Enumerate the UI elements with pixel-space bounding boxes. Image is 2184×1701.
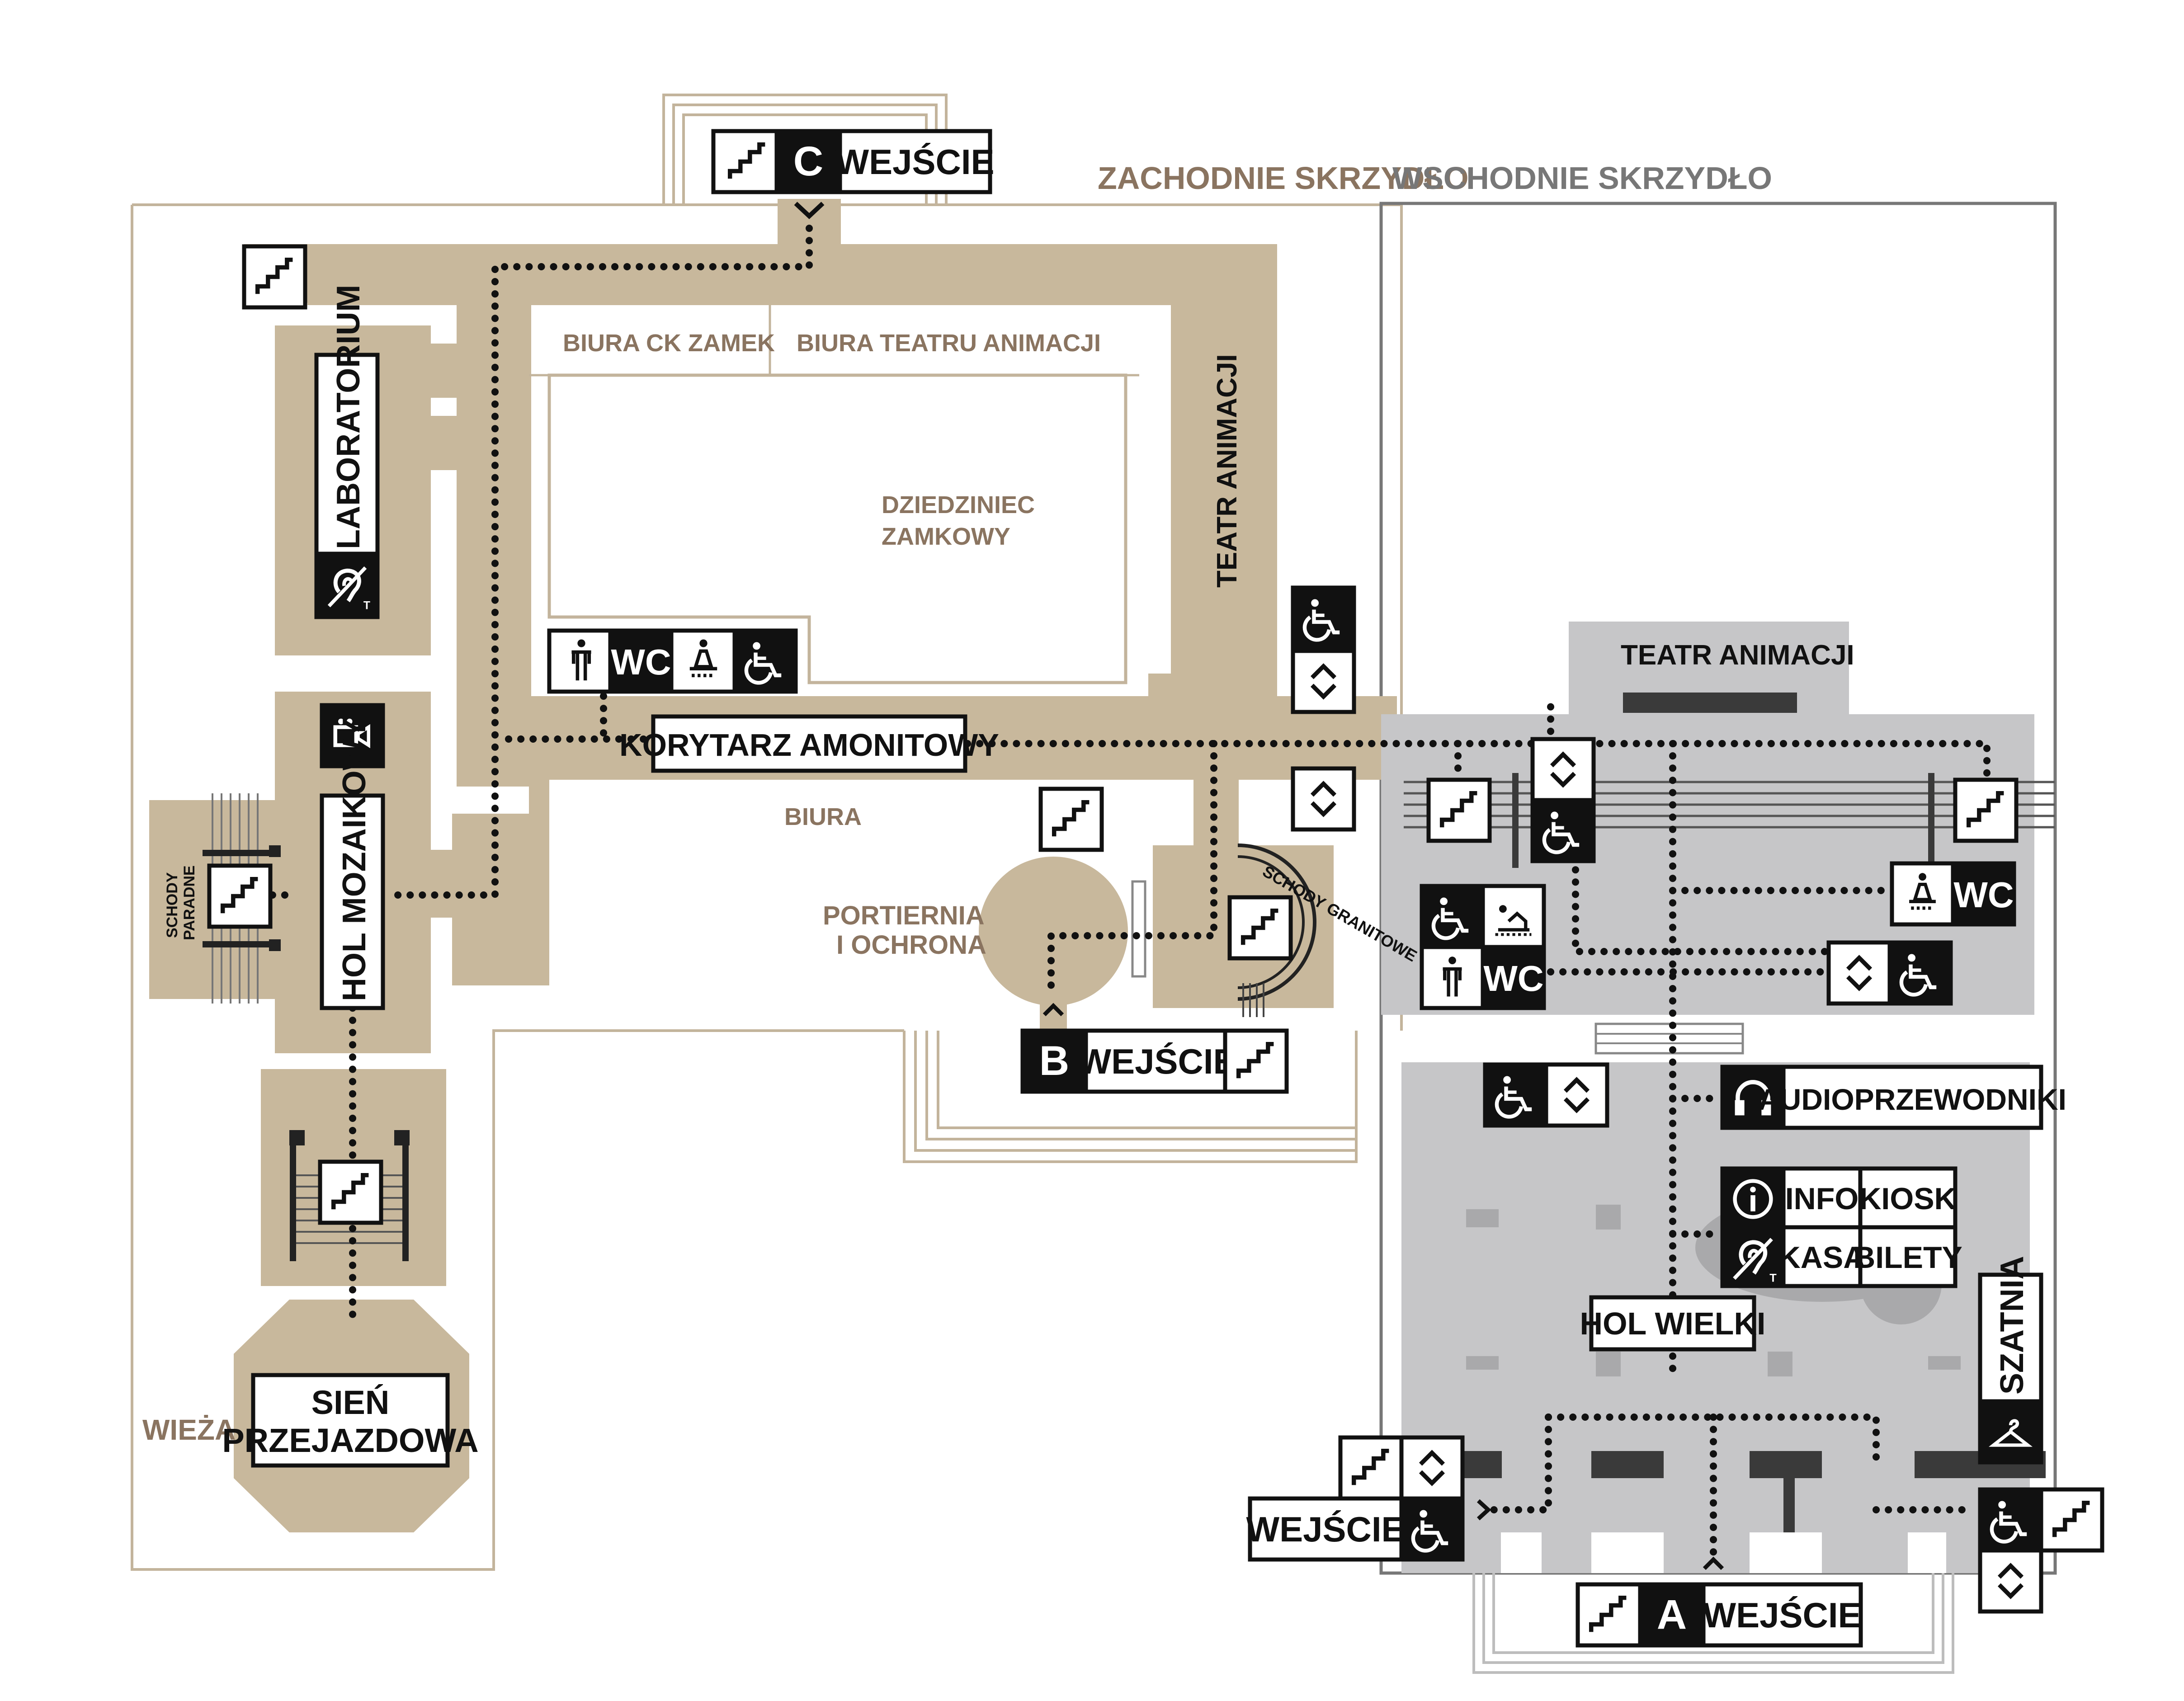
east-wing-label: WSCHODNIE SKRZYDŁO bbox=[1392, 160, 1772, 196]
entrance-east-west-side[interactable]: WEJŚCIE bbox=[1246, 1435, 1465, 1562]
lift-teatr-west[interactable] bbox=[1291, 585, 1356, 714]
biura-label: BIURA bbox=[784, 803, 862, 830]
entrance-west-label: WEJŚCIE bbox=[1246, 1509, 1405, 1549]
wc-east-left-label: WC bbox=[1483, 958, 1543, 999]
lift-east-mid[interactable] bbox=[1826, 940, 1953, 1006]
sien-label-2: PRZEJAZDOWA bbox=[222, 1422, 478, 1459]
entrance-b-label: WEJŚCIE bbox=[1078, 1041, 1236, 1081]
korytarz-label: KORYTARZ AMONITOWY bbox=[619, 727, 999, 763]
szatnia-box[interactable]: SZATNIA bbox=[1978, 1256, 2043, 1465]
wc-east-right-label: WC bbox=[1953, 875, 2014, 915]
hol-mozaikowy-label: HOL MOZAIKOWY bbox=[336, 718, 373, 1001]
korytarz-amonitowy-box[interactable]: KORYTARZ AMONITOWY bbox=[619, 714, 999, 773]
biura-teatru-label: BIURA TEATRU ANIMACJI bbox=[797, 330, 1101, 357]
accessible-route bbox=[241, 225, 1991, 1568]
lift-korytarz[interactable] bbox=[1291, 766, 1356, 832]
biura-ck-label: BIURA CK ZAMEK bbox=[563, 330, 775, 357]
kiosk-label: KIOSK bbox=[1859, 1182, 1956, 1216]
entrance-west-chevron-icon bbox=[1476, 1499, 1491, 1521]
entrance-c-chevron-icon bbox=[794, 202, 825, 219]
szatnia-label: SZATNIA bbox=[1994, 1256, 2030, 1395]
entrance-c[interactable]: C WEJŚCIE bbox=[711, 129, 995, 194]
schody-paradne-label-2: PARADNE bbox=[181, 865, 198, 940]
entrance-a[interactable]: A WEJŚCIE bbox=[1575, 1582, 1863, 1648]
dziedziniec-label-2: ZAMKOWY bbox=[882, 523, 1010, 550]
entrance-c-label: WEJŚCIE bbox=[835, 142, 994, 182]
stairs-granitowe[interactable] bbox=[1227, 895, 1293, 961]
stairs-east-left[interactable] bbox=[1426, 777, 1492, 843]
stairs-lower[interactable] bbox=[318, 1159, 383, 1225]
portiernia-label-2: I OCHRONA bbox=[836, 930, 986, 960]
stairs-east-right[interactable] bbox=[1953, 777, 2019, 843]
stairs-paradne[interactable] bbox=[207, 863, 273, 929]
hol-wielki-label: HOL WIELKI bbox=[1580, 1306, 1766, 1341]
info-label: INFO bbox=[1785, 1182, 1859, 1216]
entrance-b-letter: B bbox=[1039, 1038, 1069, 1084]
laboratorium-label: LABORATORIUM bbox=[330, 285, 367, 549]
lift-east-upper[interactable] bbox=[1530, 737, 1596, 863]
audioprzewodniki-box[interactable]: AUDIOPRZEWODNIKI bbox=[1720, 1065, 2066, 1130]
stairs-top-left[interactable] bbox=[242, 244, 307, 310]
portiernia-label-1: PORTIERNIA bbox=[823, 901, 985, 930]
sien-przejazdowa-box[interactable]: SIEŃ PRZEJAZDOWA bbox=[222, 1373, 479, 1468]
hol-wielki-box[interactable]: HOL WIELKI bbox=[1580, 1295, 1766, 1352]
kasa-label: KASA bbox=[1778, 1240, 1866, 1275]
video-room[interactable] bbox=[320, 703, 385, 768]
schody-paradne-label-1: SCHODY bbox=[164, 872, 181, 938]
laboratorium-box[interactable]: LABORATORIUM bbox=[314, 285, 380, 619]
teatr-animacji-east-label: TEATR ANIMACJI bbox=[1621, 640, 1854, 671]
wieza-label: WIEŻA bbox=[142, 1414, 236, 1446]
wc-east-left[interactable]: WC bbox=[1420, 884, 1546, 1010]
info-kasa-block[interactable]: INFO KIOSK KASA BILETY bbox=[1720, 1166, 1962, 1288]
dziedziniec-label-1: DZIEDZINIEC bbox=[882, 491, 1035, 518]
entrance-b[interactable]: B WEJŚCIE bbox=[1020, 1028, 1289, 1094]
entrance-a-label: WEJŚCIE bbox=[1703, 1595, 1861, 1635]
stairs-biura[interactable] bbox=[1038, 787, 1104, 852]
entrance-a-letter: A bbox=[1657, 1592, 1687, 1638]
entrance-b-chevron-icon bbox=[1042, 1003, 1064, 1017]
entrance-a-chevron-icon bbox=[1703, 1556, 1724, 1570]
west-wing-label: ZACHODNIE SKRZYDŁO bbox=[1098, 160, 1469, 196]
wc-west-strip[interactable]: WC bbox=[547, 628, 798, 694]
entrance-east-right-side[interactable] bbox=[1978, 1487, 2104, 1614]
entrance-c-letter: C bbox=[793, 138, 823, 184]
audio-label: AUDIOPRZEWODNIKI bbox=[1758, 1083, 2066, 1116]
sien-label-1: SIEŃ bbox=[311, 1384, 390, 1421]
hol-mozaikowy-box[interactable]: HOL MOZAIKOWY bbox=[320, 718, 385, 1010]
teatr-animacji-vertical-label: TEATR ANIMACJI bbox=[1212, 354, 1243, 588]
wc-east-right[interactable]: WC bbox=[1890, 861, 2016, 927]
wc-west-label: WC bbox=[611, 642, 671, 682]
lift-east-lower[interactable] bbox=[1483, 1062, 1609, 1128]
bilety-label: BILETY bbox=[1853, 1240, 1962, 1275]
